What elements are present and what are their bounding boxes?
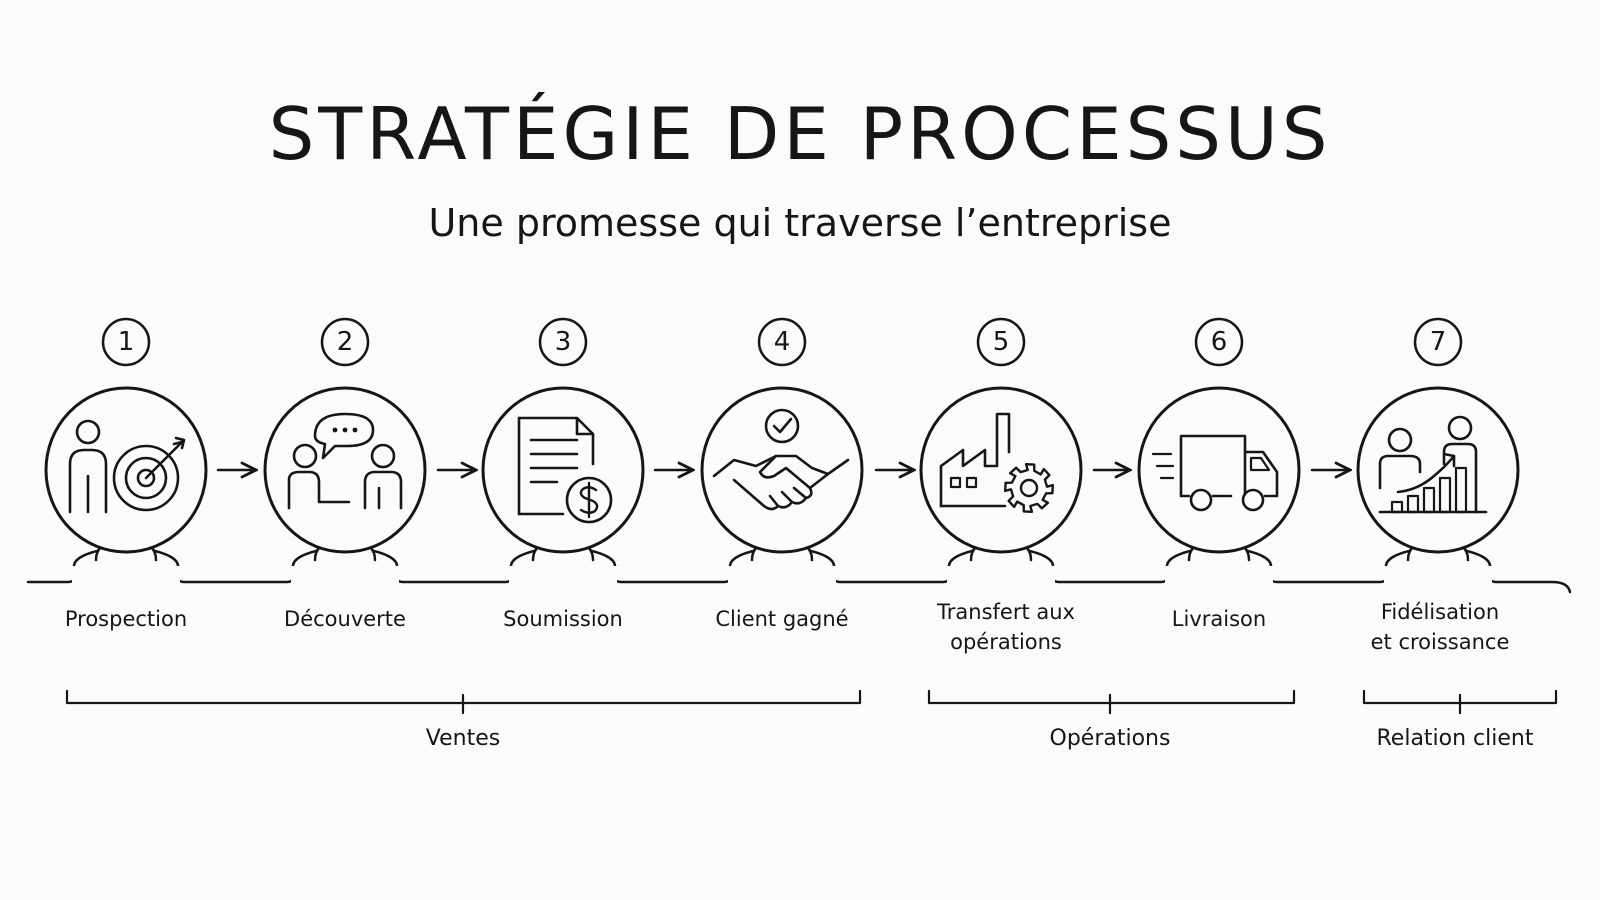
step-label-fidelisation: Fidélisation et croissance [1370, 600, 1510, 654]
step-number: 7 [1429, 327, 1447, 357]
group-bracket [927, 689, 1296, 715]
step-bubble [1356, 386, 1520, 586]
step-label-client-gagne: Client gagné [715, 607, 849, 631]
quote-document-icon [517, 416, 613, 524]
group-bracket [1362, 689, 1558, 715]
step-number: 4 [773, 327, 791, 357]
step-number-circle [320, 317, 370, 367]
step-label-prospection: Prospection [64, 607, 188, 631]
step-number-circle [757, 317, 807, 367]
step-bubble [919, 386, 1083, 586]
group-label-relation-client: Relation client [1376, 726, 1534, 751]
step-bubble [1137, 386, 1301, 586]
handshake-check-icon [712, 408, 850, 511]
growth-people-icon [1378, 415, 1488, 514]
step-label-transfert: Transfert aux opérations [937, 600, 1075, 654]
step-number: 1 [117, 327, 135, 357]
step-number: 6 [1210, 327, 1228, 357]
delivery-truck-icon [1151, 434, 1279, 512]
factory-gear-icon [939, 412, 1054, 513]
step-label-decouverte: Découverte [284, 607, 406, 631]
step-label-soumission: Soumission [503, 607, 623, 631]
step-number: 2 [336, 327, 354, 357]
page-title: STRATÉGIE DE PROCESSUS [268, 92, 1332, 176]
step-label-livraison: Livraison [1171, 607, 1267, 631]
step-number-circle [1194, 317, 1244, 367]
group-label-ventes: Ventes [425, 726, 501, 751]
step-number-circle [976, 317, 1026, 367]
step-bubble [44, 386, 208, 586]
step-number: 5 [992, 327, 1010, 357]
step-bubble [263, 386, 427, 586]
step-number-circle [101, 317, 151, 367]
group-label-operations: Opérations [1049, 726, 1171, 751]
group-bracket [65, 689, 862, 715]
step-number-circle [538, 317, 588, 367]
page-subtitle: Une promesse qui traverse l’entreprise [428, 201, 1172, 245]
person-target-icon [68, 419, 186, 514]
step-bubble [700, 386, 864, 586]
step-number-circle [1413, 317, 1463, 367]
step-number: 3 [554, 327, 572, 357]
conversation-icon [287, 412, 403, 510]
